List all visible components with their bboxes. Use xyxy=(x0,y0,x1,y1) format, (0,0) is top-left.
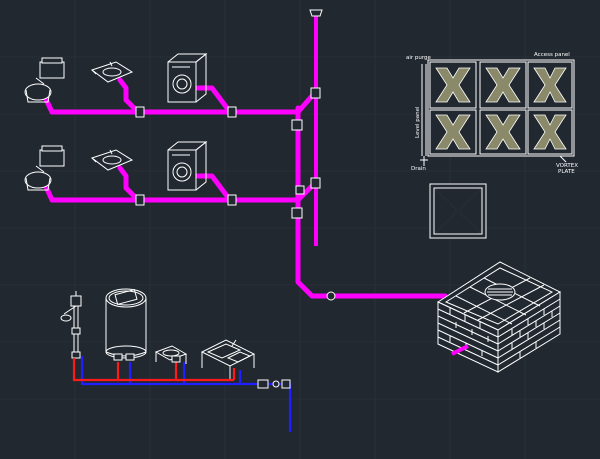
sink-drain-lower xyxy=(117,165,141,203)
upper-branch-pipe xyxy=(41,92,301,115)
washbasin-upper xyxy=(90,61,134,83)
hot-water-pipe xyxy=(72,358,236,382)
level-panel-label: Level panel xyxy=(415,106,421,138)
sink-drain-upper xyxy=(117,77,141,115)
sectional-water-tank: air purge Access panel Level panel Drain… xyxy=(406,52,578,175)
toilet-upper xyxy=(24,57,65,103)
tank-panels xyxy=(429,61,573,155)
main-drain-pipe xyxy=(295,105,448,299)
water-heater-tank xyxy=(105,288,147,359)
pipe-fittings xyxy=(135,9,336,301)
washbasin-lower xyxy=(90,149,134,171)
brick-septic-chamber xyxy=(436,261,562,373)
washer-drain-lower xyxy=(195,173,233,203)
shower-set xyxy=(60,291,82,359)
vortex-plate-label-1: VORTEX xyxy=(556,163,578,169)
air-purge-label: air purge xyxy=(406,55,432,61)
valve-fittings xyxy=(113,353,291,389)
washing-machine-upper xyxy=(167,52,208,103)
access-panel-label: Access panel xyxy=(534,52,570,58)
washer-drain-upper xyxy=(195,85,233,115)
drain-label: Drain xyxy=(411,166,426,172)
washing-machine-lower xyxy=(167,140,208,191)
toilet-lower xyxy=(24,145,65,191)
water-supply-system xyxy=(60,288,292,432)
tank-plan-view xyxy=(429,183,487,239)
lower-branch-pipe xyxy=(41,179,301,203)
kitchen-sink xyxy=(200,339,256,380)
drain-pipe-network xyxy=(41,9,448,301)
small-basin xyxy=(154,345,188,364)
cold-water-pipe xyxy=(80,356,292,432)
vortex-plate-label-2: PLATE xyxy=(558,169,575,175)
